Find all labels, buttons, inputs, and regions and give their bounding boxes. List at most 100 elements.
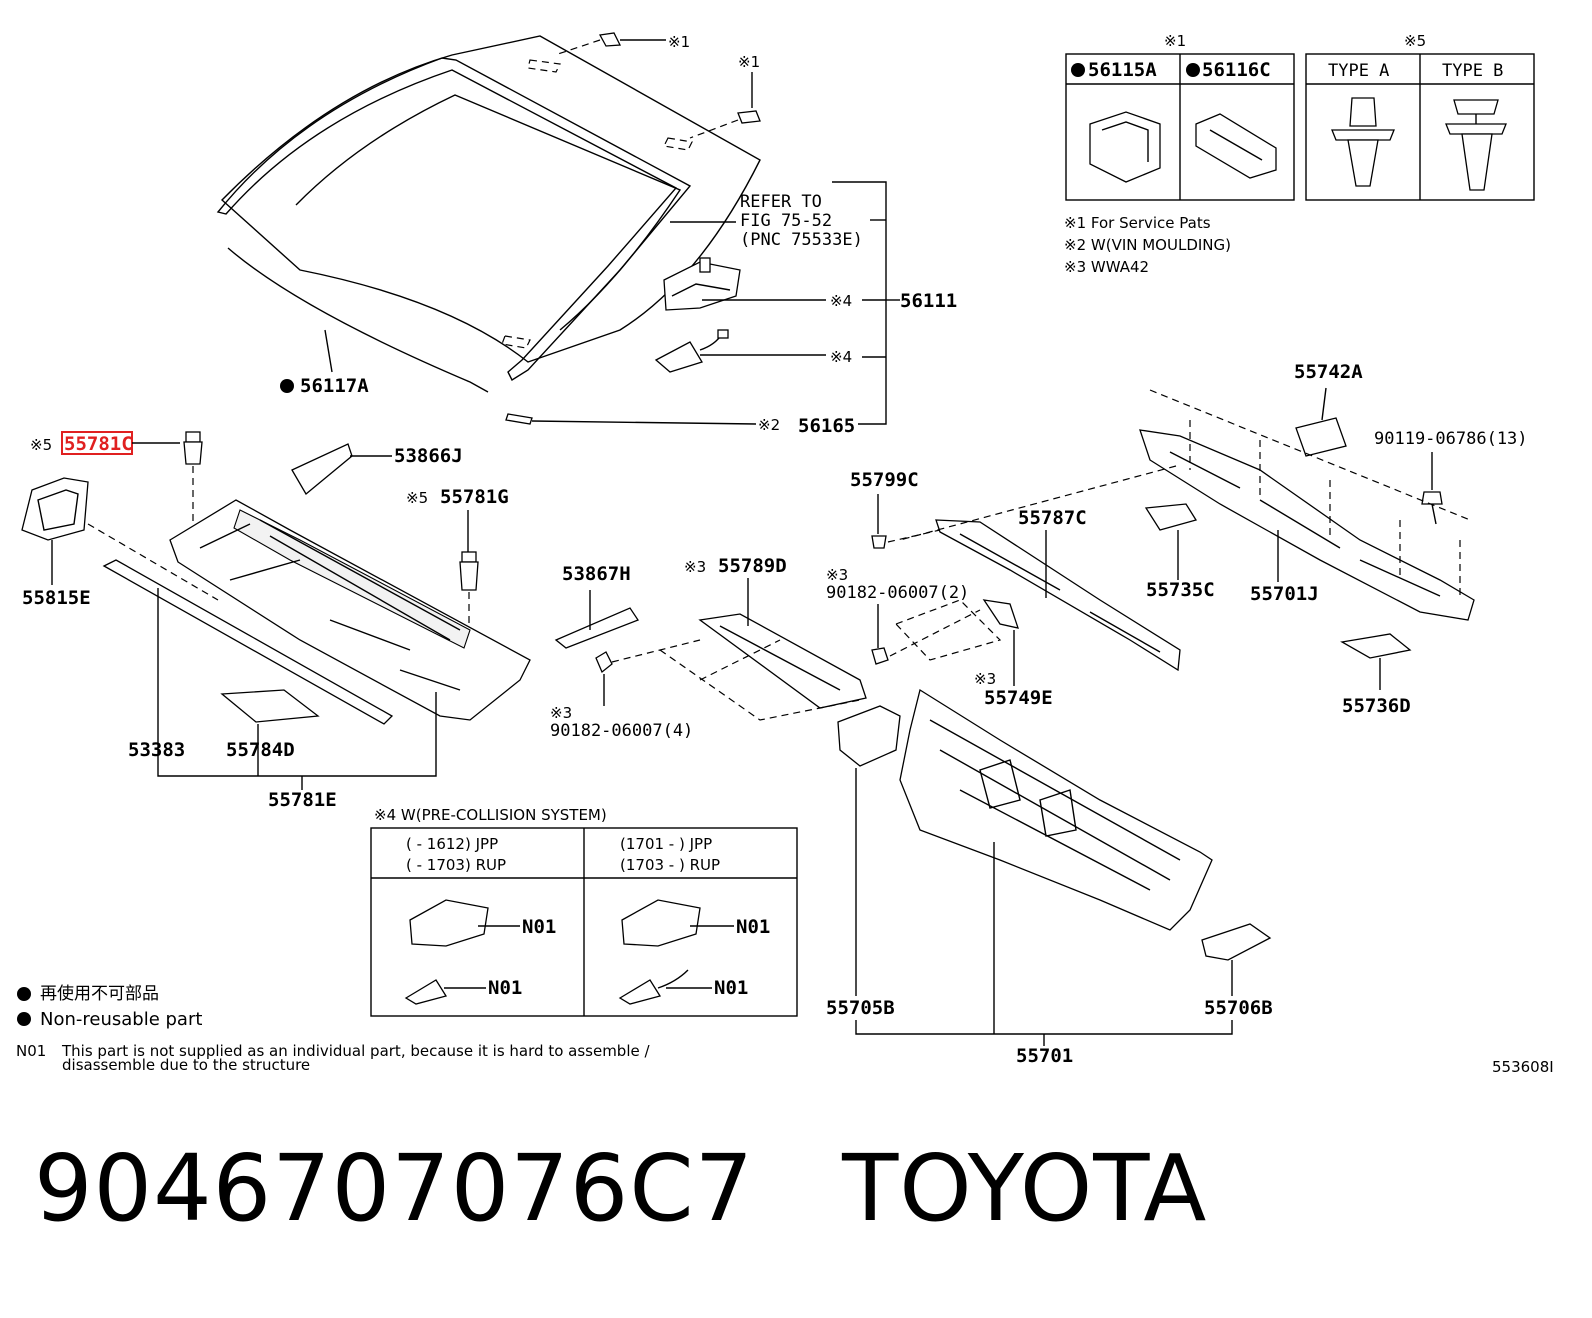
label-53867H[interactable]: 53867H	[562, 563, 631, 585]
label-55787C[interactable]: 55787C	[1018, 507, 1087, 529]
pcs-left-bracket-drawing	[409, 899, 489, 947]
label-90182-left[interactable]: 90182-06007(4)	[550, 721, 693, 741]
label-90182-right[interactable]: 90182-06007(2)	[826, 583, 969, 603]
pcs-right-row2: (1703 - ) RUP	[620, 856, 720, 874]
pcs-left-n01-2: N01	[488, 977, 522, 999]
label-55701J[interactable]: 55701J	[1250, 583, 1319, 605]
service-clip-top	[554, 32, 666, 56]
pcs-right-row1: (1701 - ) JPP	[620, 835, 712, 853]
pcs-right-n01-2: N01	[714, 977, 748, 999]
service-mark-1: ※1	[668, 33, 690, 51]
diagram-id: 553608I	[1492, 1058, 1554, 1076]
pcs-left-row2: ( - 1703) RUP	[406, 856, 506, 874]
label-55742A[interactable]: 55742A	[1294, 361, 1363, 383]
label-55706B[interactable]: 55706B	[1204, 997, 1273, 1019]
legend-dot-en	[17, 1012, 31, 1026]
sensor-bracket-upper	[663, 257, 741, 311]
legend-nonreusable-jp: 再使用不可部品	[40, 983, 159, 1004]
label-56117A[interactable]: 56117A	[300, 375, 369, 397]
service-part-56116C-drawing	[1195, 113, 1277, 179]
label-56115A[interactable]: 56115A	[1088, 59, 1157, 81]
cowl-seal-53867H	[554, 607, 639, 649]
bracket-55705B	[837, 705, 901, 767]
note-1: ※1 For Service Pats	[1064, 214, 1211, 232]
service-clip-right	[689, 72, 761, 139]
footer-part-number: 9046707076C7	[34, 1135, 755, 1242]
label-55705B[interactable]: 55705B	[826, 997, 895, 1019]
pcs-right-sensor-drawing	[618, 979, 662, 1005]
refer-line1: REFER TO	[740, 192, 822, 212]
pcs-right-n01-1: N01	[736, 916, 770, 938]
clip-55781C	[183, 431, 203, 465]
label-55781C[interactable]: 55781C	[64, 433, 133, 455]
footer-brand: TOYOTA	[842, 1135, 1208, 1242]
cowl-side-panel	[21, 477, 89, 541]
cowl-panel-55701J	[1139, 389, 1475, 621]
label-56116C[interactable]: 56116C	[1202, 59, 1271, 81]
service-parts-table: 56115A 56116C	[1065, 53, 1295, 201]
table2-mark: ※5	[1404, 32, 1426, 50]
legend-dot-jp	[17, 987, 31, 1001]
dash-panel-55701	[899, 688, 1213, 931]
label-55735C[interactable]: 55735C	[1146, 579, 1215, 601]
table1-mark: ※1	[1164, 32, 1186, 50]
pcs-mark-1: ※4	[830, 292, 852, 310]
legend-n01-code: N01	[16, 1042, 46, 1060]
nonreusable-dot	[280, 379, 294, 393]
service-part-56115A-drawing	[1089, 111, 1161, 183]
pcs-right-bracket-drawing	[621, 899, 701, 947]
brace-mark: ※3	[684, 558, 706, 576]
cowl-bracket-55787C	[935, 519, 1181, 672]
label-55784D[interactable]: 55784D	[226, 739, 295, 761]
nut-90182-left	[595, 651, 613, 674]
nut-mark-right: ※3	[826, 566, 848, 584]
label-type-a: TYPE A	[1328, 61, 1389, 81]
clip-55781G	[459, 551, 479, 591]
label-55781E[interactable]: 55781E	[268, 789, 337, 811]
clip-type-b-drawing	[1445, 99, 1507, 191]
vin-mark: ※2	[758, 416, 780, 434]
cowl-seal-53866J	[291, 443, 353, 495]
label-55789D[interactable]: 55789D	[718, 555, 787, 577]
clip-55799C	[871, 535, 887, 549]
cowl-moulding-53383	[102, 559, 394, 725]
label-53383[interactable]: 53383	[128, 739, 185, 761]
pcs-table: ( - 1612) JPP ( - 1703) RUP (1701 - ) JP…	[370, 827, 798, 1017]
pcs-mark-2: ※4	[830, 348, 852, 366]
label-56111[interactable]: 56111	[900, 290, 957, 312]
label-plate-55742A	[1295, 417, 1347, 457]
legend-n01-line1: This part is not supplied as an individu…	[61, 1042, 650, 1060]
brace-55789D	[698, 613, 867, 709]
bolt-90119	[1421, 491, 1443, 525]
label-55701[interactable]: 55701	[1016, 1045, 1073, 1067]
clip-type-a-drawing	[1331, 97, 1395, 187]
label-55815E[interactable]: 55815E	[22, 587, 91, 609]
refer-line3: (PNC 75533E)	[740, 230, 863, 250]
label-55781G[interactable]: 55781G	[440, 486, 509, 508]
nut-90182-right	[871, 647, 889, 665]
windshield-moulding	[216, 57, 692, 382]
label-55736D[interactable]: 55736D	[1342, 695, 1411, 717]
label-53866J[interactable]: 53866J	[394, 445, 463, 467]
nut-mark-left: ※3	[550, 704, 572, 722]
bracket-mark: ※3	[974, 670, 996, 688]
label-56165[interactable]: 56165	[798, 415, 855, 437]
pcs-table-title: ※4 W(PRE-COLLISION SYSTEM)	[374, 806, 607, 824]
bracket-55736D	[1340, 633, 1412, 659]
footer-caption: 9046707076C7 TOYOTA	[34, 1135, 1207, 1242]
bracket-55749E	[982, 599, 1019, 629]
label-90119[interactable]: 90119-06786(13)	[1374, 429, 1528, 449]
bracket-55735C	[1144, 503, 1198, 531]
clip-type-table: TYPE A TYPE B	[1305, 53, 1535, 201]
legend-nonreusable-en: Non-reusable part	[40, 1009, 202, 1030]
windshield-glass	[220, 35, 761, 393]
vin-moulding	[505, 413, 533, 425]
label-type-b: TYPE B	[1442, 61, 1503, 81]
cowl-cover-55784D	[220, 689, 320, 723]
sensor-bracket-lower	[654, 329, 729, 373]
bracket-55706B	[1201, 923, 1272, 961]
legend-n01-line2: disassemble due to the structure	[62, 1056, 310, 1074]
label-55799C[interactable]: 55799C	[850, 469, 919, 491]
label-55749E[interactable]: 55749E	[984, 687, 1053, 709]
